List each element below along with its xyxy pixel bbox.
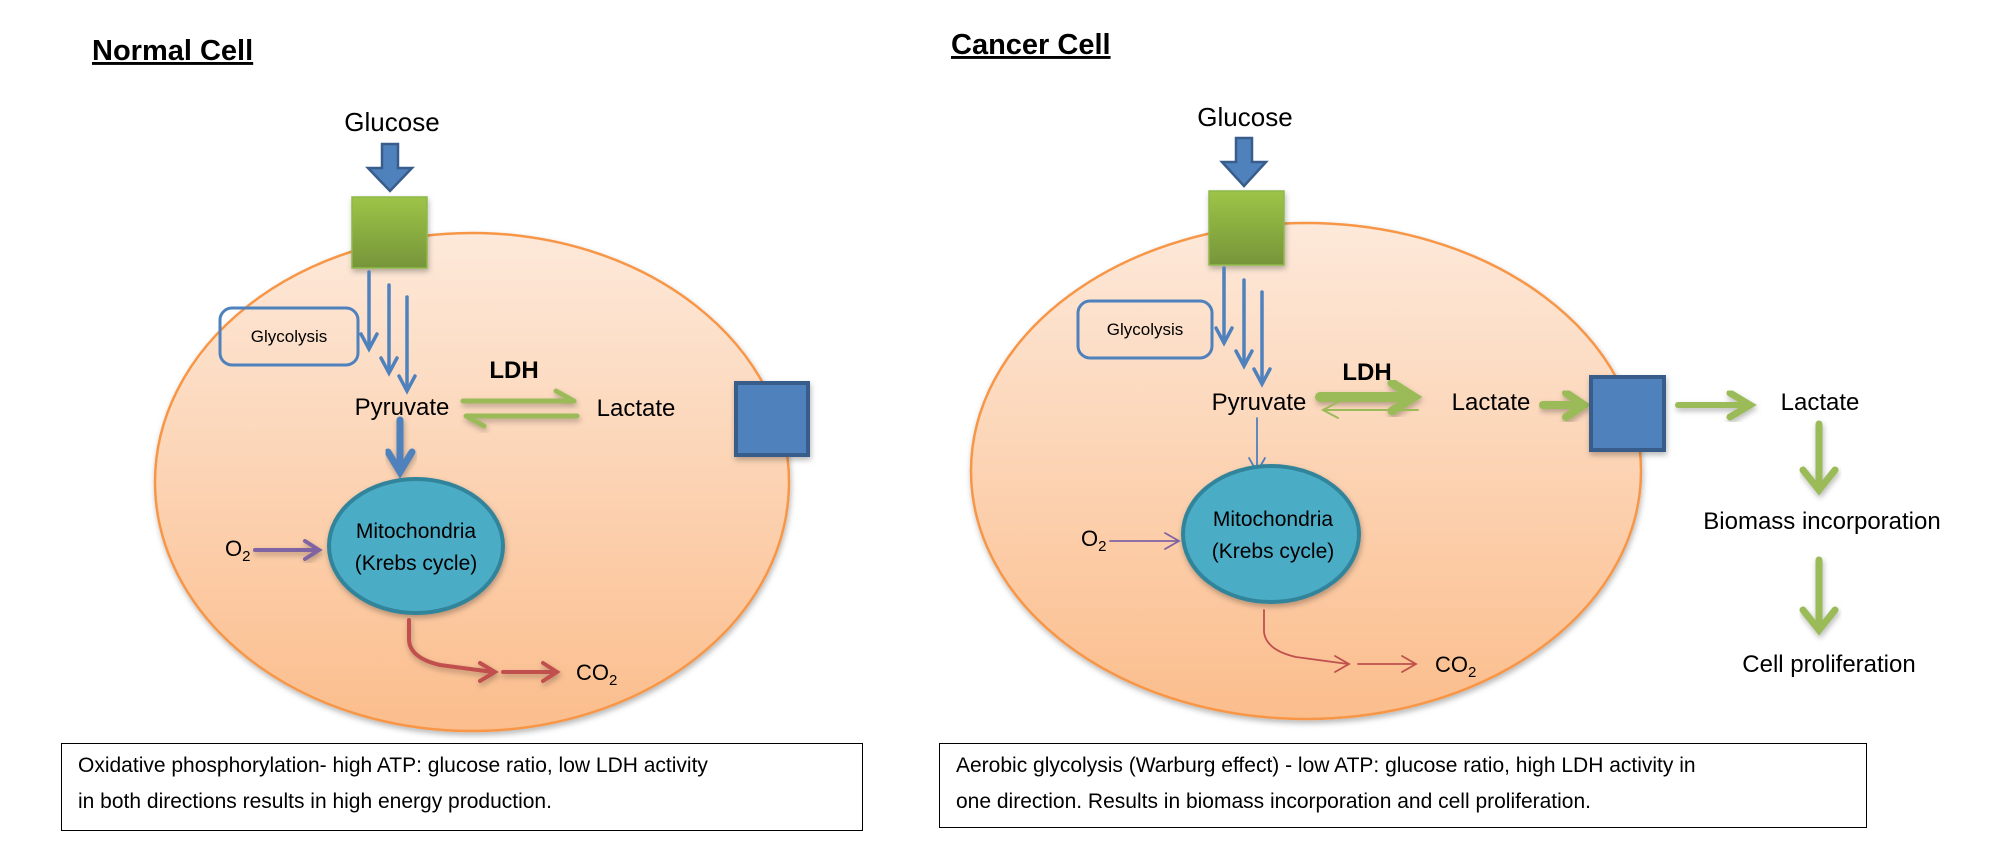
- normal-ldh-label: LDH: [489, 357, 538, 384]
- normal-mitochondria: [327, 477, 505, 615]
- cancer-cell-panel: Cancer Cell Glucose Glycolysis Pyruvate …: [951, 29, 1941, 721]
- cancer-o2-arrow: [1109, 532, 1181, 550]
- cancer-mito-label-2: (Krebs cycle): [1212, 540, 1335, 563]
- cancer-ldh-reverse-arrow: [1320, 401, 1419, 419]
- normal-co2-arrows: [407, 618, 561, 683]
- cancer-proliferation-label: Cell proliferation: [1742, 651, 1915, 678]
- cancer-pyruvate-label: Pyruvate: [1212, 389, 1307, 416]
- cancer-glucose-arrow-icon: [1219, 136, 1269, 188]
- cancer-caption-line-1: Aerobic glycolysis (Warburg effect) - lo…: [956, 754, 1696, 777]
- normal-mito-label-2: (Krebs cycle): [355, 552, 478, 575]
- cancer-co2-label: CO2: [1435, 652, 1476, 681]
- cancer-glucose-transporter: [1208, 190, 1285, 266]
- normal-o2-arrow: [253, 539, 323, 561]
- cancer-glucose-label: Glucose: [1197, 102, 1292, 132]
- normal-pyruvate-label: Pyruvate: [355, 394, 450, 421]
- normal-lactate-transporter: [734, 381, 810, 457]
- normal-glucose-label: Glucose: [344, 107, 439, 137]
- normal-glycolysis-box: [218, 306, 360, 367]
- cancer-lactate-outside-label: Lactate: [1781, 389, 1860, 416]
- cancer-o2-label: O2: [1081, 526, 1106, 555]
- cancer-ldh-label: LDH: [1342, 359, 1391, 386]
- cancer-mitochondria: [1181, 464, 1361, 604]
- normal-co2-label: CO2: [576, 660, 617, 689]
- cancer-cell-title: Cancer Cell: [951, 29, 1111, 61]
- cancer-ldh-forward-arrow: [1315, 378, 1423, 416]
- normal-cell-caption: Oxidative phosphorylation- high ATP: glu…: [61, 743, 863, 831]
- normal-o2-label: O2: [225, 536, 250, 565]
- cancer-lactate-to-transporter-arrow: [1539, 389, 1592, 421]
- normal-caption-line-1: Oxidative phosphorylation- high ATP: glu…: [78, 754, 708, 777]
- cancer-cell-caption: Aerobic glycolysis (Warburg effect) - lo…: [939, 743, 1867, 828]
- cancer-biomass-to-proliferation-arrow: [1799, 556, 1839, 636]
- normal-mito-label-1: Mitochondria: [356, 520, 477, 543]
- normal-cell-membrane: [153, 231, 791, 733]
- cancer-biomass-label: Biomass incorporation: [1703, 508, 1940, 535]
- normal-ldh-bidirectional-arrows: [460, 388, 580, 429]
- normal-lactate-label: Lactate: [597, 395, 676, 422]
- cancer-mito-label-1: Mitochondria: [1213, 508, 1334, 531]
- normal-glucose-transporter: [351, 196, 428, 269]
- cancer-lactate-to-biomass-arrow: [1799, 420, 1839, 496]
- normal-glucose-arrow-icon: [365, 142, 415, 193]
- cancer-glycolysis-label: Glycolysis: [1107, 320, 1184, 339]
- cancer-lactate-transporter: [1589, 375, 1666, 452]
- normal-glycolysis-arrows: [359, 270, 417, 395]
- cancer-export-arrow: [1675, 389, 1757, 421]
- cancer-co2-arrows: [1263, 609, 1418, 673]
- normal-pyruvate-to-mito-arrow: [384, 416, 416, 479]
- cancer-lactate-label: Lactate: [1452, 389, 1531, 416]
- normal-cell-panel: Normal Cell Glucose Glycolysis Pyruvate …: [92, 35, 810, 733]
- cancer-glycolysis-box: [1076, 299, 1214, 360]
- cancer-glycolysis-arrows: [1214, 266, 1272, 388]
- normal-cell-title: Normal Cell: [92, 35, 253, 67]
- normal-glycolysis-label: Glycolysis: [251, 327, 328, 346]
- cancer-caption-line-2: one direction. Results in biomass incorp…: [956, 790, 1592, 813]
- normal-caption-line-2: in both directions results in high energ…: [78, 790, 552, 813]
